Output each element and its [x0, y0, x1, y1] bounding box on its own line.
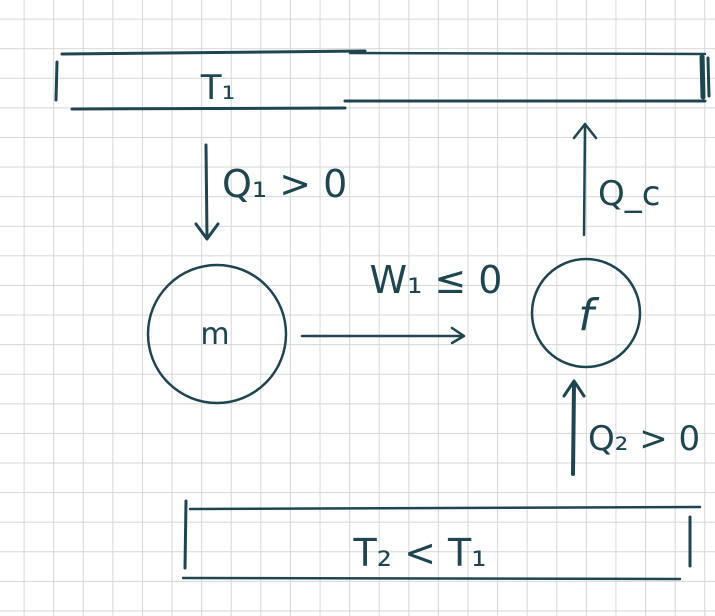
- heat-q2-arrow: Q₂ > 0: [562, 379, 700, 476]
- hot-reservoir-left-cap: [54, 60, 59, 102]
- machine-f-label: f: [578, 290, 600, 341]
- heat-qc-arrow: Q_c: [572, 122, 660, 237]
- machine-f: f: [530, 257, 642, 369]
- heat-q1-arrow: Q₁ > 0: [194, 143, 347, 241]
- machine-m: m: [146, 263, 288, 405]
- cold-reservoir-top-edge: [188, 505, 702, 511]
- hot-reservoir-top-edge-right: [348, 51, 707, 56]
- work-w1-arrow-head: [450, 326, 466, 345]
- hot-reservoir-right-cap-2: [706, 56, 711, 98]
- heat-q2-arrow-head: [562, 379, 586, 398]
- cold-reservoir-bottom-edge: [181, 576, 682, 581]
- heat-qc-arrow-head: [572, 122, 598, 140]
- machine-m-label: m: [200, 317, 229, 352]
- hot-reservoir: T₁: [54, 49, 711, 111]
- hot-reservoir-label: T₁: [200, 68, 235, 108]
- heat-q2-arrow-shaft: [571, 382, 576, 476]
- hot-reservoir-bottom-edge-left: [70, 106, 347, 111]
- cold-reservoir: T₂ < T₁: [181, 499, 702, 581]
- heat-qc-arrow-shaft: [582, 124, 587, 237]
- hot-reservoir-top-edge-left: [60, 49, 367, 56]
- heat-q2-label: Q₂ > 0: [588, 419, 700, 459]
- machine-m-circle: [146, 263, 288, 405]
- work-w1-arrow: W₁ ≤ 0: [300, 258, 503, 345]
- heat-q1-arrow-shaft: [204, 143, 209, 239]
- cold-reservoir-left-cap: [183, 499, 188, 570]
- work-w1-label: W₁ ≤ 0: [370, 258, 503, 302]
- machine-f-circle: [530, 257, 642, 369]
- hot-reservoir-right-cap: [699, 54, 706, 100]
- heat-qc-label: Q_c: [598, 174, 660, 214]
- heat-q1-label: Q₁ > 0: [222, 162, 347, 206]
- cold-reservoir-label: T₂ < T₁: [353, 531, 487, 575]
- heat-q1-arrow-head: [194, 222, 220, 241]
